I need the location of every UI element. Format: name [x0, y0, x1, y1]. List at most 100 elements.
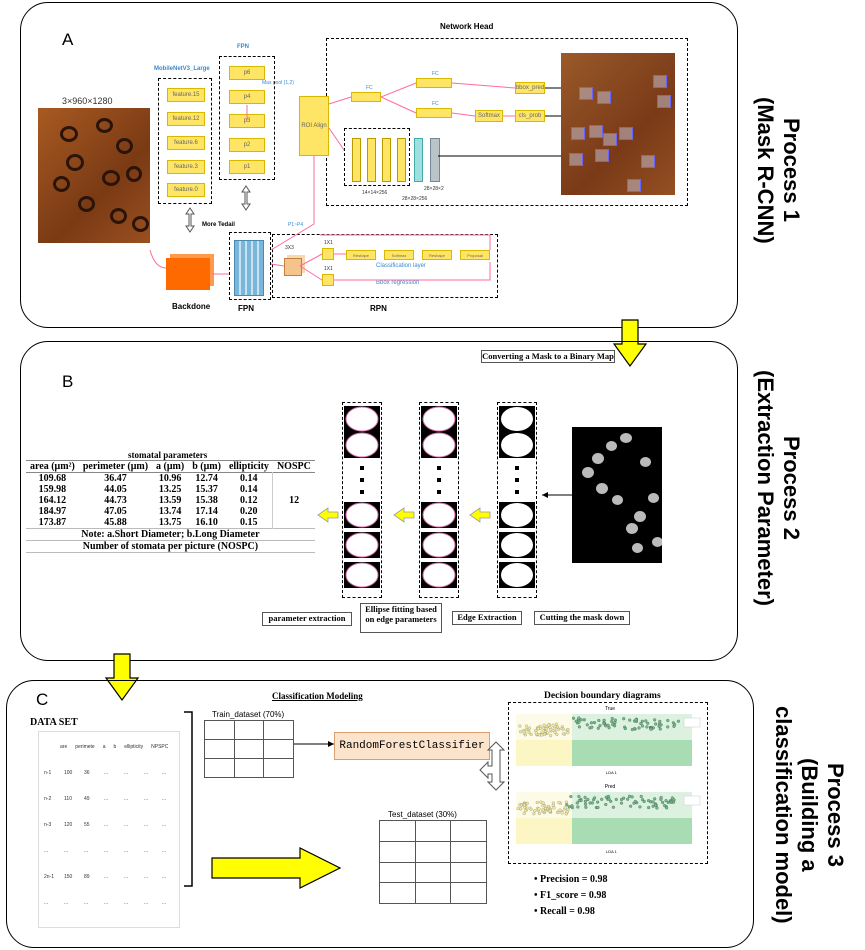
scatter-point [646, 721, 650, 725]
conv3-label: 3X3 [285, 245, 294, 251]
conv-dim-3: 28×28×2 [424, 186, 444, 192]
scatter-point [542, 726, 546, 730]
cell: 13.74 [158, 506, 182, 517]
cell: 47.05 [104, 506, 127, 517]
ellipse-columns [317, 405, 572, 589]
scatter-point [666, 718, 670, 723]
scatter-point [541, 804, 545, 808]
dataset-cell: ... [104, 770, 109, 776]
cell: 36.47 [104, 473, 127, 484]
fpn-p2: p2 [229, 138, 265, 152]
legend-true [683, 717, 701, 728]
converting-caption: Converting a Mask to a Binary Map [481, 350, 615, 363]
scatter-point [620, 797, 624, 802]
scatter-point [630, 795, 634, 799]
scatter-point [519, 807, 523, 811]
scatter-point [639, 722, 643, 726]
dataset-headers: are perimete a b ellipticity NPSPC [60, 744, 168, 750]
caption-ellipse-fitting: Ellipse fitting based on edge parameters [360, 603, 442, 633]
scatter-point [522, 811, 526, 815]
classifier-box: RandomForestClassifier [334, 732, 490, 760]
scatter-point [555, 725, 559, 729]
dataset-cell: n-3 [44, 822, 52, 828]
cell: 44.05 [104, 484, 127, 495]
scatter-point [644, 719, 648, 723]
cell: 13.25 [158, 484, 182, 495]
bbox-pred-box: bbox_pred [515, 82, 545, 94]
cell: 0.20 [239, 506, 258, 517]
scatter-point [566, 731, 570, 735]
scatter-point [637, 726, 641, 730]
dataset-header: a [102, 744, 106, 750]
scatter-point [585, 723, 589, 727]
dataset-cell: ... [64, 900, 69, 906]
scatter-point [623, 727, 627, 731]
header-perimeter: perimeter (μm) [82, 461, 149, 472]
cell: 0.15 [239, 517, 258, 528]
scatter-points-pred [516, 794, 676, 816]
dataset-cell: ... [144, 848, 149, 854]
scatter-point [611, 723, 615, 727]
scatter-point [647, 806, 651, 810]
panel-a-label: A [62, 30, 74, 49]
dataset-cell: ... [84, 900, 89, 906]
more-detail-label: More Tedail [202, 222, 235, 228]
train-grid [204, 720, 294, 778]
cell: 10.96 [158, 473, 182, 484]
scatter-point [565, 803, 569, 807]
cell: 164.12 [38, 495, 67, 506]
decision-plots: True LDA 1 Pred LDA 1 [516, 706, 701, 854]
scatter-point [540, 730, 544, 734]
dataset-cell: ... [104, 796, 109, 802]
scatter-point [551, 723, 555, 727]
bracket [184, 711, 193, 887]
cls-prob-box: cls_prob [515, 110, 545, 122]
dataset-header: are [60, 744, 68, 750]
output-image [561, 53, 675, 195]
dataset-cell: ... [124, 900, 129, 906]
caption-cutting-mask: Cutting the mask down [534, 611, 630, 625]
feature-3: feature.3 [167, 160, 205, 174]
scatter-point [638, 805, 642, 809]
scatter-point [561, 732, 565, 736]
header-area: area (μm²) [30, 461, 75, 472]
scatter-point [522, 730, 526, 734]
dataset-cell: ... [144, 770, 149, 776]
conv-dim-2: 28×28×256 [402, 196, 428, 202]
fc-label-3: FC [432, 101, 439, 107]
p-labels: P1~P4 [288, 222, 304, 228]
scatter-point [665, 806, 669, 810]
scatter-point [518, 724, 522, 728]
scatter-point [642, 799, 646, 804]
scatter-point [519, 730, 523, 734]
scatter-point [596, 800, 600, 804]
conv-block-4 [397, 138, 406, 182]
dataset-cell: 2n-1 [44, 874, 55, 880]
conv-block-6 [430, 138, 440, 182]
scatter-point [622, 717, 626, 721]
scatter-point [584, 805, 588, 809]
fpn-bottom-box [229, 232, 271, 300]
scatter-point [666, 725, 670, 729]
scatter-point [527, 730, 531, 734]
ellipse-column-1 [342, 402, 382, 598]
feature-12: feature.12 [167, 112, 205, 126]
scatter-point [529, 732, 533, 736]
dataset-cell: 120 [64, 822, 73, 828]
scatter-point [583, 802, 588, 806]
dataset-cell: ... [162, 848, 167, 854]
arrow-b-to-c [104, 653, 140, 702]
mobilenet-box [158, 78, 212, 204]
panel-c-label: C [36, 690, 49, 709]
roi-align: ROI Align [299, 96, 329, 156]
input-dims: 3×960×1280 [62, 96, 113, 106]
ellipse-column-3 [497, 402, 537, 598]
arrow-a-to-b [612, 319, 648, 368]
scatter-point [529, 807, 533, 811]
table-note-2: Number of stomata per picture (NOSPC) [82, 541, 259, 552]
dataset-cell: n-1 [44, 770, 52, 776]
conv-block-1 [352, 138, 361, 182]
scatter-point [658, 727, 662, 731]
